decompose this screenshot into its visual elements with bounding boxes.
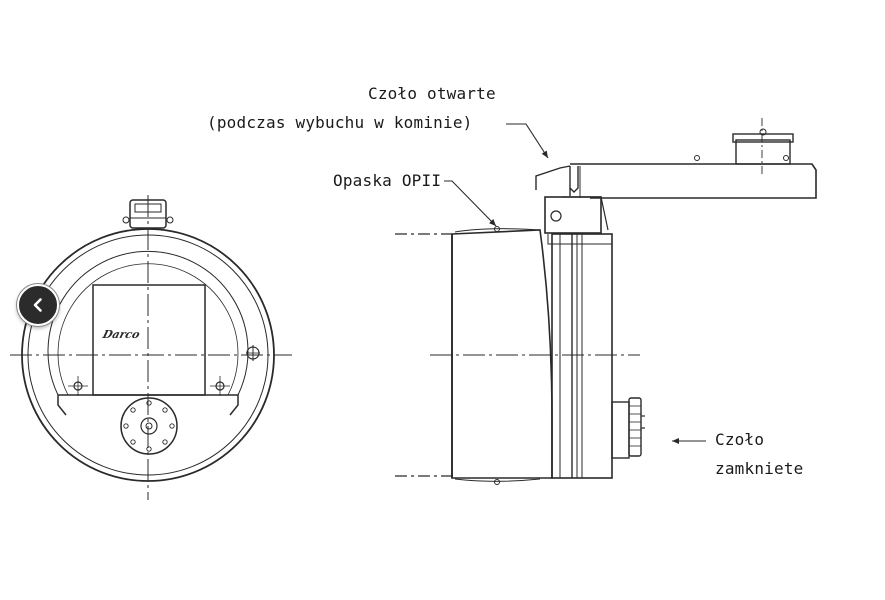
brand-logo: Darco — [101, 328, 142, 341]
leader-band — [444, 180, 497, 227]
side-view — [395, 118, 817, 485]
prev-button[interactable] — [17, 284, 59, 326]
label-open-line2: (podczas wybuchu w kominie) — [207, 113, 473, 132]
front-bolt-right — [210, 376, 230, 396]
leader-open — [506, 123, 549, 159]
side-band-bottom — [454, 478, 541, 482]
front-inner-rim — [47, 250, 249, 396]
side-open-lid-knob — [735, 139, 791, 165]
side-body — [451, 229, 553, 479]
label-closed-line1: Czoło — [715, 430, 765, 449]
front-bolt-left — [68, 376, 88, 396]
label-closed-line2: zamkniete — [715, 459, 804, 478]
front-view — [10, 195, 292, 500]
label-open-line1: Czoło otwarte — [368, 84, 496, 103]
front-side-fastener — [246, 345, 260, 361]
side-hinge-block — [544, 196, 602, 234]
side-closed-knob — [611, 397, 645, 459]
side-open-lid — [535, 165, 579, 196]
label-band: Opaska OPII — [333, 171, 442, 190]
chevron-left-icon — [33, 298, 42, 312]
side-band-top — [454, 228, 541, 233]
front-handwheel — [120, 397, 178, 455]
